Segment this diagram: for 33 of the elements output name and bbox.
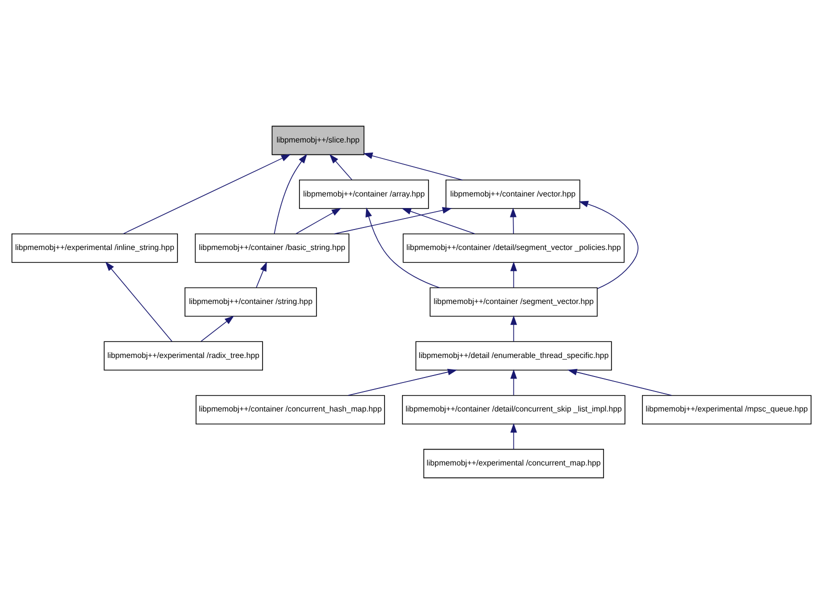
node-box: libpmemobj++/experimental /radix_tree.hpp [104,340,263,370]
arrow [510,261,517,288]
node-box: libpmemobj++/slice.hpp [272,125,364,155]
node-box: libpmemobj++/container /basic_string.hpp [194,232,350,262]
node-box: libpmemobj++/container /detail/concurrent_skip _list_impl.hpp [402,394,626,424]
arrow [510,422,517,449]
arrow [274,153,308,234]
arrow [105,261,172,342]
node-box: libpmemobj++/container /string.hpp [184,286,317,316]
arrow [567,368,672,396]
node-box: libpmemobj++/experimental /inline_string.hpp [12,232,178,262]
arrow [200,315,234,342]
arrow [329,154,352,180]
arrow [348,368,458,396]
node-box: libpmemobj++/detail /enumerable_thread_specific.hpp [415,340,612,370]
arrow [578,200,638,288]
arrow [510,207,517,234]
arrow [510,314,517,342]
node-box: libpmemobj++/container /vector.hpp [446,179,580,208]
node-box: libpmemobj++/experimental /mpsc_queue.hpp [642,394,812,424]
arrow [402,208,476,234]
node-box: libpmemobj++/container /array.hpp [299,179,429,208]
arrow [363,152,463,180]
arrow [256,261,267,288]
node-box: libpmemobj++/container /segment_vector.hpp [430,286,598,316]
arrow [334,206,452,234]
arrow [296,208,342,234]
node-box: libpmemobj++/container /concurrent_hash_map.hpp [196,394,385,424]
arrow [365,206,440,288]
node-box: libpmemobj++/experimental /concurrent_map.hpp [423,448,604,478]
arrow [122,154,291,234]
node-box: libpmemobj++/container /detail/segment_vector _policies.hpp [402,232,625,262]
arrow [510,368,517,396]
